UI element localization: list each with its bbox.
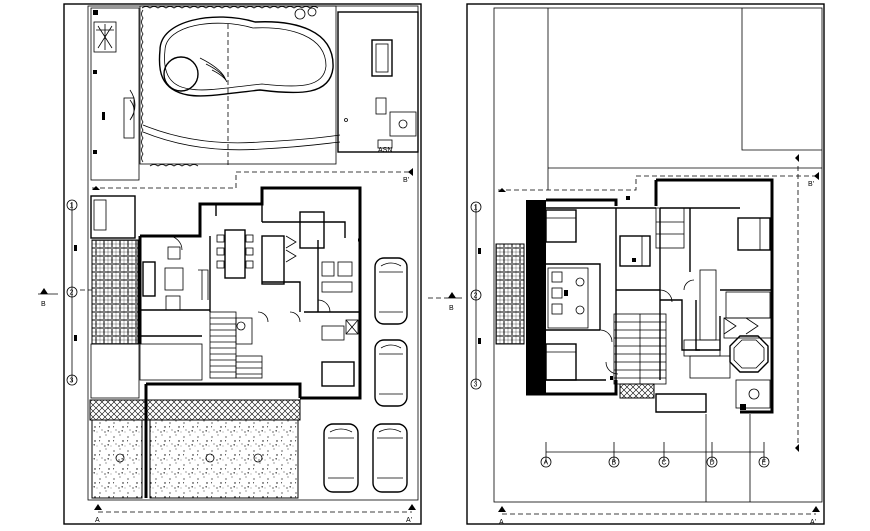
annex-bathroom: ASN — [337, 11, 419, 154]
garden-path — [142, 124, 341, 144]
grid-bubble — [470, 201, 482, 213]
grid-bubble — [758, 456, 770, 468]
ground-section-marks: B A A' B' — [38, 168, 416, 524]
car — [374, 339, 408, 407]
car — [374, 257, 408, 325]
grid-label: C — [662, 460, 667, 467]
grid-bubble — [66, 286, 78, 298]
grid-bubble — [658, 456, 670, 468]
section-label-alt: A' — [810, 519, 816, 526]
annex-label: ASN — [378, 147, 392, 154]
pool-garden — [139, 5, 341, 167]
parked-cars — [323, 257, 408, 493]
grid-label: 2 — [474, 293, 478, 300]
grid-label: 1 — [70, 203, 74, 210]
grid-bubble — [706, 456, 718, 468]
upper-section-marks: B A A' B' — [446, 154, 820, 526]
upper-grid-axis: 1 2 3 — [470, 201, 482, 390]
tub-octagon — [729, 335, 769, 373]
spa-circle — [163, 56, 199, 92]
pool-outline — [158, 16, 334, 97]
house-ground-floor — [138, 186, 362, 400]
upper-column-grid: A B C D E — [540, 442, 770, 468]
ground-site-boundary — [63, 3, 422, 525]
grid-bubble — [470, 289, 482, 301]
section-label: A — [499, 519, 504, 526]
cut-tag-alt: B' — [808, 181, 814, 188]
grid-label: B — [612, 460, 617, 467]
grid-label: 3 — [474, 382, 478, 389]
cut-tag: B — [41, 301, 46, 308]
house-upper-floor — [526, 178, 774, 414]
grid-bubble — [608, 456, 620, 468]
upper-site-boundary — [466, 3, 825, 525]
grid-bubble — [540, 456, 552, 468]
grid-label: D — [710, 460, 715, 467]
grid-label: A — [544, 460, 549, 467]
section-label: A — [95, 517, 100, 524]
service-strip — [90, 7, 140, 181]
grid-bubble — [470, 378, 482, 390]
grid-label: E — [762, 460, 767, 467]
upper-floor-plan: A B C D E 1 2 3 B A — [446, 3, 825, 526]
entry-patio — [90, 195, 203, 399]
ground-floor-plan: ASN — [38, 3, 422, 525]
grid-bubble — [66, 199, 78, 211]
ground-grid-axis: 1 2 3 — [66, 199, 78, 386]
grid-label: 1 — [474, 205, 478, 212]
paved-court — [89, 382, 302, 499]
grid-label: 2 — [70, 290, 74, 297]
car — [323, 423, 359, 493]
grid-bubble — [66, 374, 78, 386]
car — [372, 423, 408, 493]
cut-tag-alt: B' — [403, 177, 409, 184]
cut-tag: B — [449, 305, 454, 312]
section-label-alt: A' — [406, 517, 412, 524]
grid-label: 3 — [70, 378, 74, 385]
